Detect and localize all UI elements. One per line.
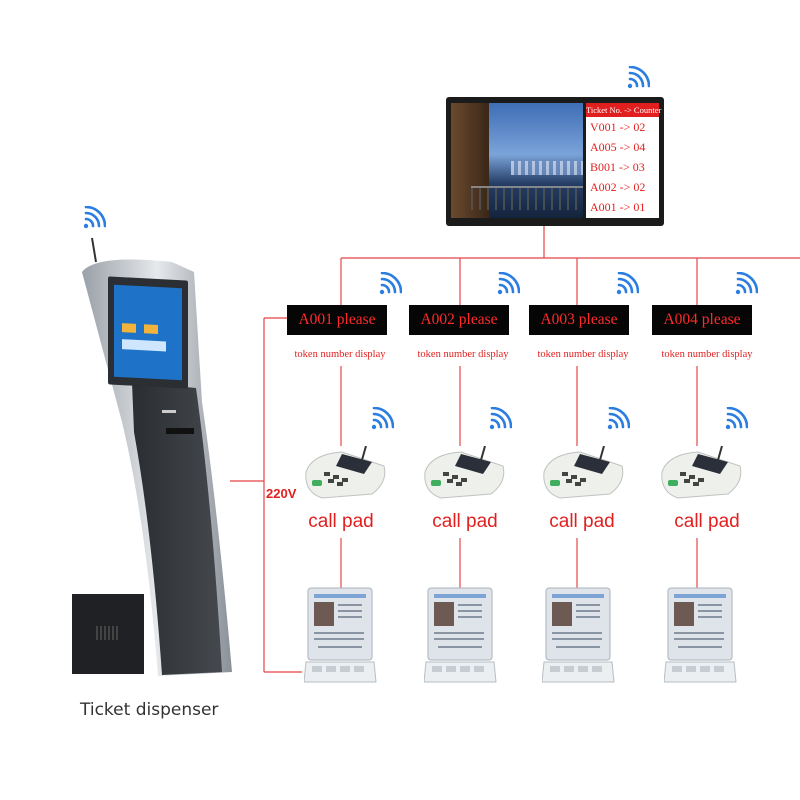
wifi-icon — [376, 272, 402, 298]
token-number-display: A002 please — [409, 305, 509, 335]
wifi-icon — [80, 206, 106, 232]
monitor-video-scene — [451, 103, 583, 218]
call-pad-device — [540, 446, 626, 502]
wifi-icon — [486, 407, 512, 433]
evaluator-device — [664, 586, 738, 686]
voltage-label: 220V — [266, 486, 296, 501]
token-display-label: token number display — [521, 349, 645, 360]
wifi-icon — [732, 272, 758, 298]
token-number-display: A001 please — [287, 305, 387, 335]
evaluator-device — [304, 586, 378, 686]
queue-row: A005 -> 04 — [586, 137, 659, 157]
ticket-dispenser-kiosk — [62, 232, 252, 692]
token-display-label: token number display — [278, 349, 402, 360]
queue-row: B001 -> 03 — [586, 157, 659, 177]
wifi-icon — [494, 272, 520, 298]
dispenser-caption: Ticket dispenser — [80, 700, 218, 720]
wifi-icon — [613, 272, 639, 298]
wifi-icon — [624, 66, 650, 92]
token-number-display: A004 please — [652, 305, 752, 335]
queue-display-monitor: Ticket No. -> Counter V001 -> 02 A005 ->… — [446, 97, 664, 226]
call-pad-label: call pad — [657, 511, 757, 533]
call-pad-device — [421, 446, 507, 502]
queue-row: A001 -> 01 — [586, 197, 659, 217]
evaluator-device — [542, 586, 616, 686]
call-pad-device — [302, 446, 388, 502]
call-pad-label: call pad — [415, 511, 515, 533]
wifi-icon — [604, 407, 630, 433]
queue-row: A002 -> 02 — [586, 177, 659, 197]
call-pad-label: call pad — [532, 511, 632, 533]
panel-header: Ticket No. -> Counter — [586, 103, 659, 117]
call-pad-label: call pad — [291, 511, 391, 533]
evaluator-device — [424, 586, 498, 686]
ticket-counter-panel: Ticket No. -> Counter V001 -> 02 A005 ->… — [586, 103, 659, 218]
wifi-icon — [368, 407, 394, 433]
token-display-label: token number display — [645, 349, 769, 360]
queue-row: V001 -> 02 — [586, 117, 659, 137]
call-pad-device — [658, 446, 744, 502]
token-display-label: token number display — [401, 349, 525, 360]
wifi-icon — [722, 407, 748, 433]
token-number-display: A003 please — [529, 305, 629, 335]
